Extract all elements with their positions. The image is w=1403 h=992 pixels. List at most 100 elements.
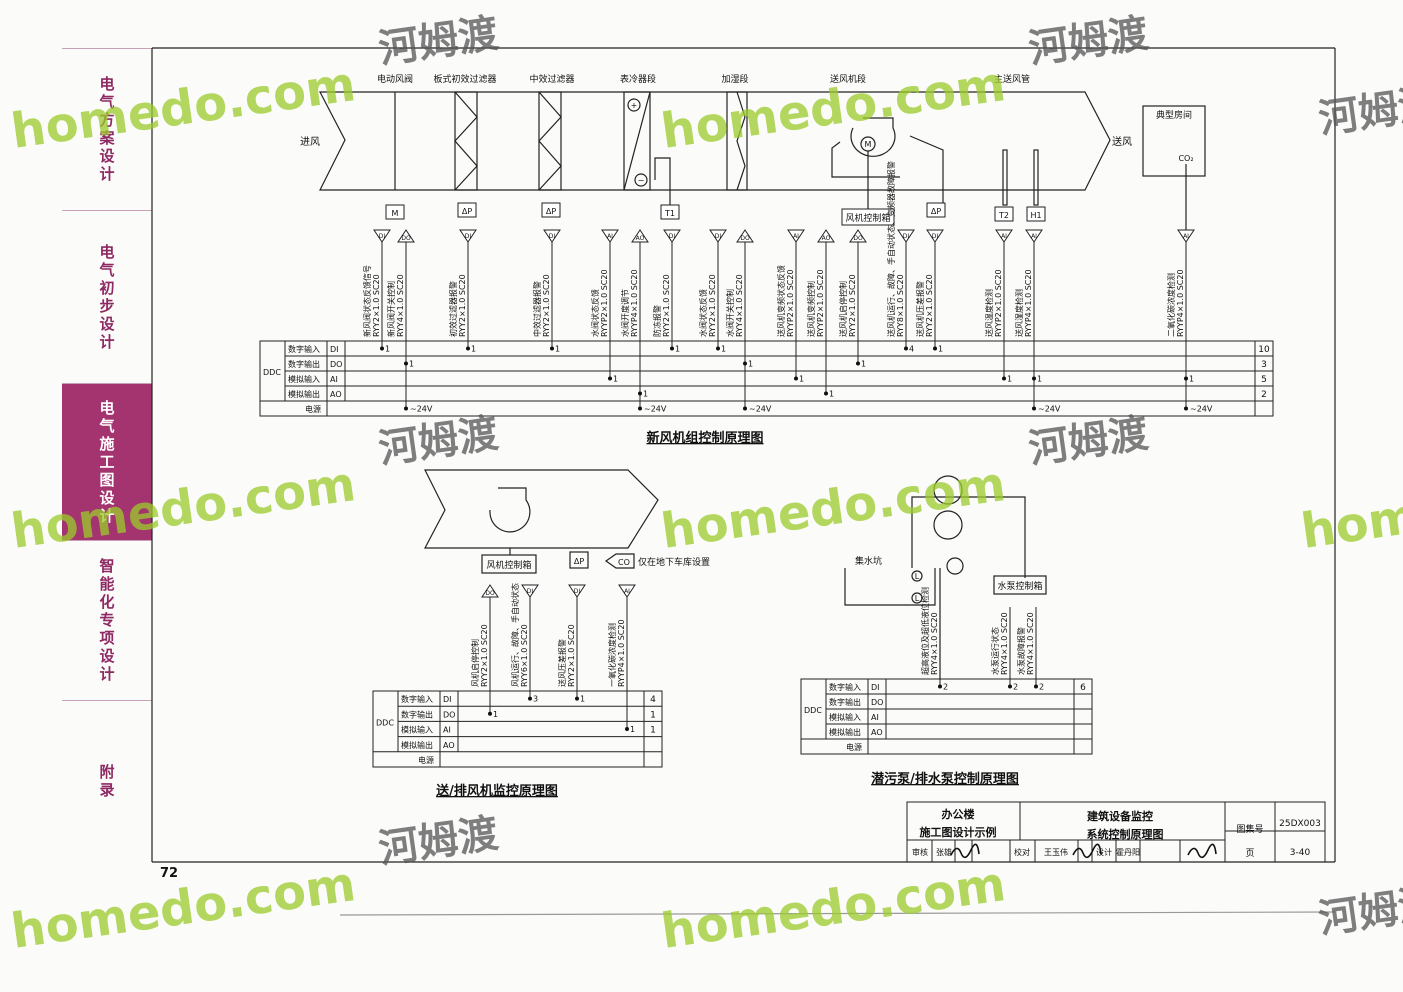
io-count: 3 <box>533 695 538 704</box>
io-symbol-text: DO <box>485 590 495 597</box>
pit-label: 集水坑 <box>855 555 882 567</box>
cable-spec: RYYP4×1.0 SC20 <box>617 619 626 687</box>
io-count: 1 <box>630 725 635 734</box>
io-count: 2 <box>943 683 948 692</box>
power-dot <box>743 406 747 411</box>
signal-label: 中效过滤器报警 <box>532 281 542 337</box>
sidebar-tab-label: 电气方案设计 <box>97 76 116 184</box>
io-count: 2 <box>1013 683 1018 692</box>
ahu-device-t1 <box>660 204 680 220</box>
signal-label: 水阀状态反馈 <box>698 289 708 337</box>
terminal-dot <box>1034 684 1038 689</box>
terminal-dot <box>625 727 629 731</box>
cable-spec: RYY4×1.0 SC20 <box>930 612 939 675</box>
fan-duct <box>424 469 659 549</box>
sidebar-tab-label: 电气初步设计 <box>97 243 116 352</box>
io-count: 2 <box>1039 683 1044 692</box>
pump-1 <box>933 475 963 505</box>
io-symbol-di <box>926 229 944 243</box>
cable-spec: RYYP4×1.0 SC20 <box>630 269 639 337</box>
io-symbol-text: DO <box>401 235 411 242</box>
ddc-row-total: 1 <box>650 726 656 736</box>
level-switch-high <box>911 570 923 582</box>
cable-spec: RYY2×1.0 SC20 <box>662 274 671 337</box>
io-count: 4 <box>909 345 914 354</box>
ahu-device-label: M <box>392 209 399 218</box>
io-count: 1 <box>938 345 943 354</box>
fan-base-left <box>831 141 900 178</box>
io-count: 1 <box>385 345 390 354</box>
sidebar-tab-4[interactable]: 附录 <box>62 700 152 863</box>
level-label: L <box>915 572 920 581</box>
terminal-dot <box>794 376 798 381</box>
signal-label: 初效过滤器报警 <box>448 281 458 337</box>
terminal-dot <box>1184 376 1188 381</box>
terminal-dot <box>638 391 642 396</box>
signature <box>1072 843 1102 859</box>
signal-label: 水阀开度调节 <box>620 289 630 337</box>
io-symbol-di <box>897 229 915 243</box>
ddc-row-code: DI <box>871 683 880 692</box>
ahu-diagram <box>319 91 1206 230</box>
ahu-device-dp <box>926 202 946 218</box>
io-count: 1 <box>1189 375 1194 384</box>
sidebar-tab-label: 附录 <box>97 764 116 800</box>
cable-spec: RYY2×1.0 SC20 <box>372 274 381 337</box>
terminal-dot <box>404 361 408 366</box>
prefilter <box>454 91 478 191</box>
signature <box>1187 843 1217 859</box>
signal-label: 超高液位及超低液位检测 <box>920 587 930 675</box>
signal-label: 送风压差报警 <box>557 639 567 687</box>
cable-spec: RYYP2×1.0 SC20 <box>600 269 609 337</box>
ahu-casing <box>319 91 1111 191</box>
ahu-section-label: 板式初效过滤器 <box>433 73 496 85</box>
terminal-dot <box>1008 684 1012 689</box>
ddc-row-total: 6 <box>1080 683 1086 693</box>
terminal-dot <box>466 346 470 351</box>
ddc-row-name: 电源 <box>418 755 434 765</box>
cable-spec: RYY2×1.0 SC20 <box>542 274 551 337</box>
sidebar-tab-2[interactable]: 电气施工图设计 <box>62 383 152 541</box>
ddc-row-name: 电源 <box>846 742 862 752</box>
ahu-device-label: T1 <box>664 209 675 218</box>
ddc-row-name: 模拟输入 <box>401 725 433 735</box>
sidebar-tab-0[interactable]: 电气方案设计 <box>62 48 152 211</box>
minus-sign: − <box>638 176 645 185</box>
ahu-fan-control-box <box>841 208 895 226</box>
ddc-row-name: 模拟输入 <box>288 374 320 384</box>
ahu-device-h1 <box>1026 206 1046 222</box>
io-count: 1 <box>861 360 866 369</box>
io-symbol-text: DI <box>669 233 676 240</box>
ahu-device-label: H1 <box>1030 211 1041 220</box>
ddc-row-name: 模拟输出 <box>829 727 861 737</box>
io-symbol-di <box>543 229 561 243</box>
ahu-section-label: 电动风阀 <box>377 73 413 85</box>
terminal-dot <box>716 346 720 351</box>
signal-label: 水泵运行状态 <box>990 627 1000 675</box>
ddc-row-code: DO <box>443 710 455 719</box>
designer: 霍丹阳 <box>1116 848 1140 857</box>
sidebar-tab-1[interactable]: 电气初步设计 <box>62 210 152 384</box>
ddc-row-code: AO <box>443 741 455 750</box>
co-sensor <box>604 553 635 569</box>
signal-label: 送风机变频控制 <box>806 281 816 337</box>
ddc-row-total: 10 <box>1258 345 1270 355</box>
signal-label: 送风温度检测 <box>984 289 994 337</box>
power-label: ~24V <box>1190 405 1213 414</box>
io-symbol-di <box>709 229 727 243</box>
typical-room <box>1142 105 1206 177</box>
io-count: 1 <box>675 345 680 354</box>
terminal-dot <box>670 346 674 351</box>
sidebar-tab-3[interactable]: 智能化专项设计 <box>62 540 152 701</box>
